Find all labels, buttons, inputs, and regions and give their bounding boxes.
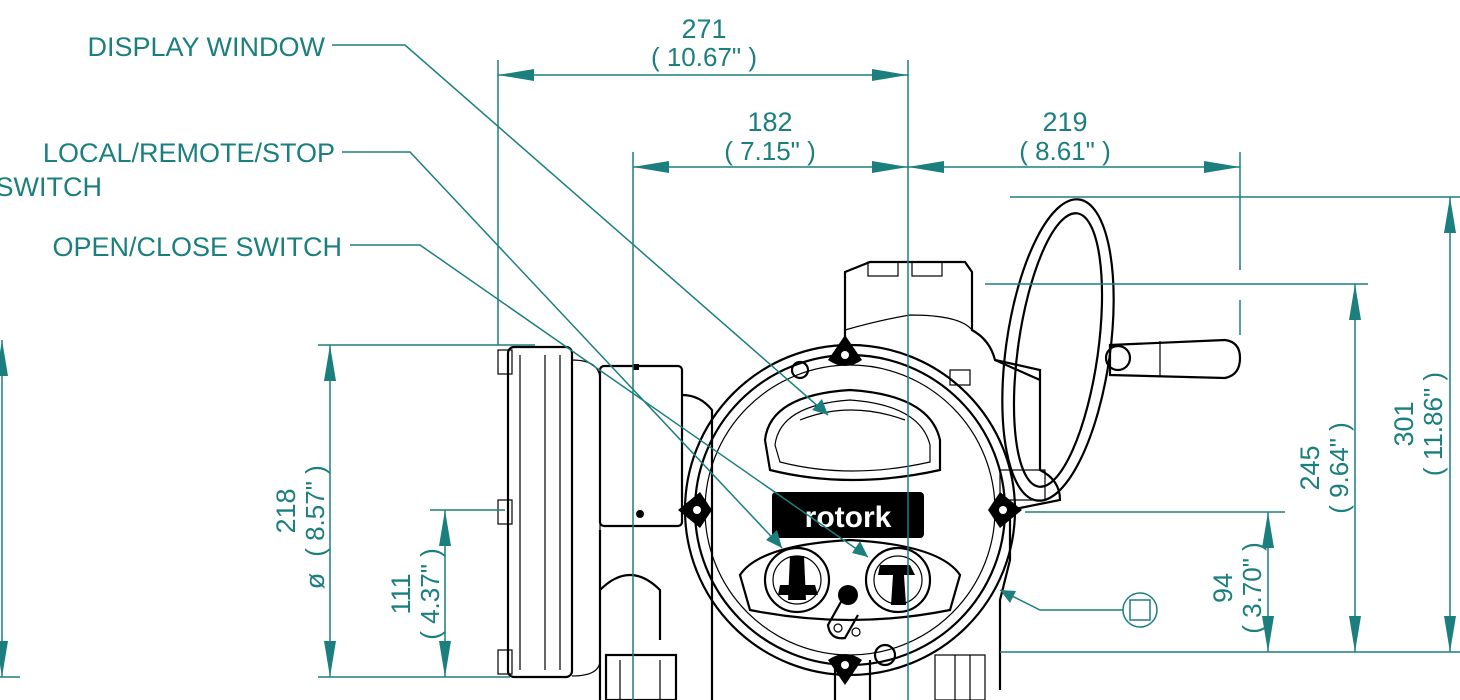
dim-111-inch: ( 4.37" ): [415, 548, 445, 640]
dim-218-value: 218: [271, 488, 301, 533]
connector-box: [598, 364, 684, 528]
dim-111-value: 111: [386, 573, 416, 614]
dim-218-inch: ( 8.57" ): [300, 465, 330, 557]
dim-301-value: 301: [1389, 401, 1419, 446]
padlock-hasp: [826, 585, 861, 640]
callout-leaders: [332, 44, 1123, 611]
dim-182-inch: ( 7.15" ): [724, 136, 816, 166]
terminal-cover: [506, 345, 574, 679]
dim-219-value: 219: [1042, 107, 1087, 137]
dim-94-inch: ( 3.70" ): [1237, 542, 1267, 634]
local-remote-stop-label-line2: SWITCH: [0, 172, 102, 202]
dim-182-value: 182: [747, 107, 792, 137]
dim-271-inch: ( 10.67" ): [651, 42, 757, 72]
dim-245-value: 245: [1295, 445, 1325, 490]
dim-94-value: 94: [1208, 573, 1238, 603]
open-close-label: OPEN/CLOSE SWITCH: [52, 232, 342, 262]
cover-lugs: [678, 335, 1022, 685]
actuator-body: rotork: [497, 198, 1242, 700]
dim-245-inch: ( 9.64" ): [1324, 422, 1354, 514]
local-remote-stop-label: LOCAL/REMOTE/STOP: [43, 138, 335, 168]
open-close-knob: [864, 546, 932, 614]
dim-301-inch: ( 11.86" ): [1418, 372, 1448, 476]
dim-218-prefix: ø: [300, 573, 330, 590]
local-remote-stop-knob: [763, 546, 831, 614]
display-window: [763, 388, 942, 482]
dim-271-value: 271: [681, 14, 726, 44]
dim-219-inch: ( 8.61" ): [1019, 136, 1111, 166]
square-in-circle-icon: [1122, 592, 1158, 628]
dimension-lines: [0, 60, 1460, 700]
display-window-label: DISPLAY WINDOW: [87, 32, 325, 62]
rotork-logo: rotork: [805, 501, 892, 534]
handwheel: [1001, 198, 1242, 502]
